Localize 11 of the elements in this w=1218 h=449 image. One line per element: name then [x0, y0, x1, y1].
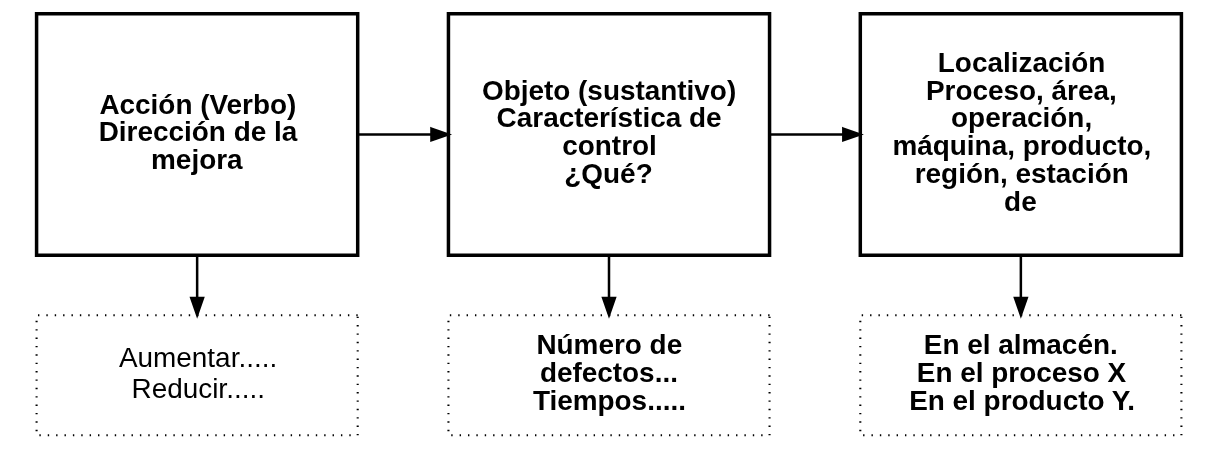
arrow — [1013, 255, 1029, 319]
arrow — [769, 126, 864, 143]
arrow — [358, 126, 453, 143]
node-box: Número de defectos... Tiempos..... — [447, 314, 771, 437]
node-box: Objeto (sustantivo) Característica de control ¿Qué? — [446, 11, 772, 257]
node-box: Aumentar..... Reducir..... — [35, 314, 359, 437]
node-box: Localización Proceso, área, operación, máquina, producto, región, estación de — [858, 11, 1184, 257]
node-box: En el almacén. En el proceso X En el producto Y. — [859, 314, 1183, 437]
node-box: Acción (Verbo) Dirección de la mejora — [34, 11, 360, 257]
arrow — [601, 255, 617, 319]
arrow — [189, 255, 205, 319]
